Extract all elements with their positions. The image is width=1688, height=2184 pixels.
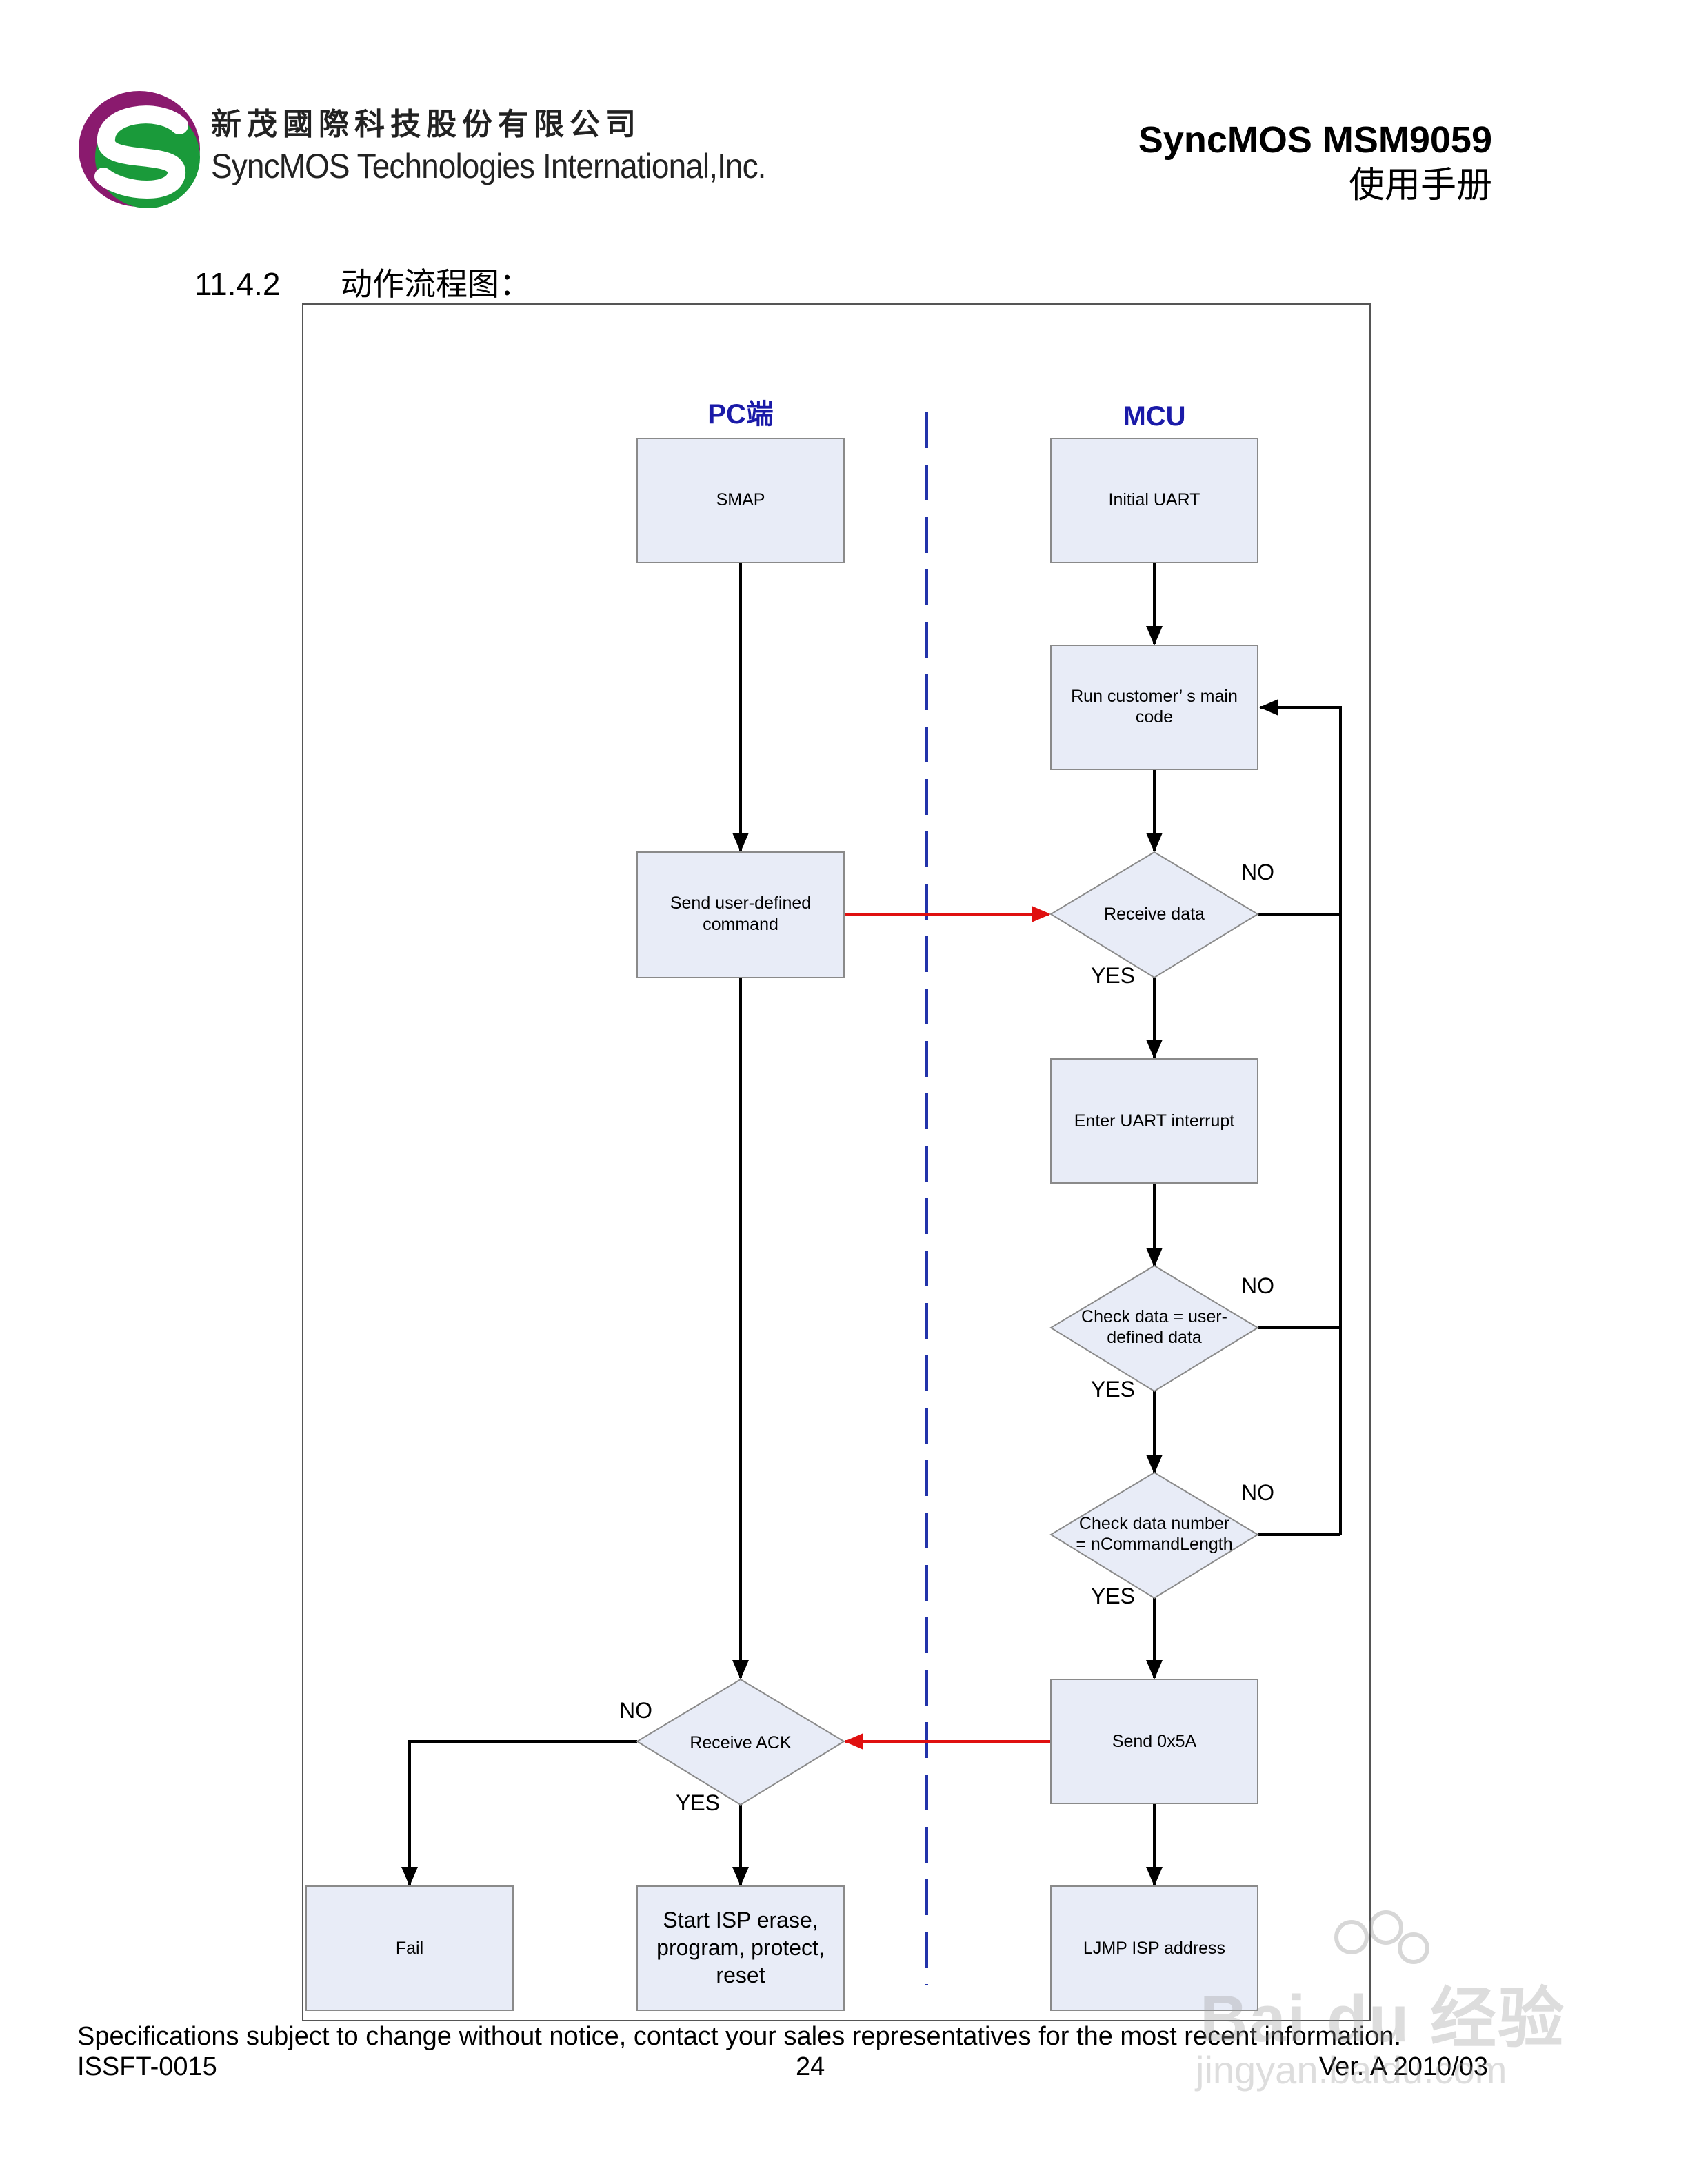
box-run-main-line2: code: [1136, 707, 1173, 727]
box-send-5a-text: Send 0x5A: [1112, 1732, 1197, 1751]
decision-check-number-line2: = nCommandLength: [1076, 1535, 1232, 1554]
box-initial-uart-text: Initial UART: [1109, 490, 1200, 509]
box-enter-interrupt-text: Enter UART interrupt: [1074, 1111, 1235, 1131]
watermark-text: Bai du 经验: [1200, 1982, 1566, 2056]
decision-receive-data: [1049, 851, 1259, 979]
footer-disclaimer: Specifications subject to change without…: [77, 2022, 1402, 2051]
company-name-cn: 新茂國際科技股份有限公司: [211, 107, 641, 142]
decision-check-number-line1: Check data number: [1079, 1514, 1229, 1533]
section-heading: 11.4.2 动作流程图：: [194, 259, 531, 305]
decision-receive-ack: [636, 1678, 845, 1806]
label-yes-receive: YES: [1091, 963, 1135, 988]
decision-check-data-line1: Check data = user-: [1081, 1307, 1227, 1326]
box-send-command: [636, 851, 845, 978]
decision-check-data: [1049, 1264, 1259, 1393]
lane-title-pc: PC端: [707, 399, 774, 429]
box-ljmp-text: LJMP ISP address: [1083, 1939, 1225, 1958]
diagram-frame: [302, 303, 1371, 2021]
decision-receive-data-text: Receive data: [1104, 904, 1205, 924]
footer-doc-id: ISSFT-0015: [77, 2052, 217, 2081]
box-enter-interrupt: [1050, 1058, 1258, 1184]
label-yes-check: YES: [1091, 1377, 1135, 1402]
box-initial-uart: [1050, 438, 1258, 563]
paw-icon: [1334, 1910, 1429, 1964]
label-no-ack: NO: [619, 1698, 652, 1723]
box-send-5a: [1050, 1679, 1258, 1804]
box-send-command-line2: command: [703, 915, 778, 934]
footer-version: Ver. A 2010/03: [1318, 2052, 1488, 2081]
box-run-main-code: [1050, 645, 1258, 770]
box-ljmp: [1050, 1885, 1258, 2011]
section-title: 动作流程图：: [341, 265, 531, 303]
box-run-main-line1: Run customer’ s main: [1071, 687, 1238, 706]
decision-check-number: [1049, 1471, 1259, 1599]
decision-check-data-line2: defined data: [1107, 1328, 1202, 1347]
box-start-isp-line2: program, protect,: [656, 1935, 825, 1960]
label-no-checknum: NO: [1241, 1480, 1274, 1505]
baidu-watermark: Bai du 经验 jingyan.baidu.com: [1186, 1910, 1572, 2096]
decision-receive-ack-text: Receive ACK: [690, 1733, 792, 1752]
product-name: SyncMOS MSM9059: [1138, 119, 1492, 161]
arrow-ack-no-fail: [401, 1740, 637, 1886]
company-name-en: SyncMOS Technologies International,Inc.: [211, 147, 766, 185]
label-yes-ack: YES: [676, 1790, 720, 1815]
box-fail-text: Fail: [396, 1939, 423, 1958]
document-title: SyncMOS MSM9059 使用手册: [1138, 117, 1492, 208]
box-smap-text: SMAP: [716, 490, 765, 509]
box-smap: [636, 438, 845, 563]
box-start-isp-line1: Start ISP erase,: [663, 1908, 818, 1932]
lane-title-mcu: MCU: [1123, 401, 1185, 432]
footer-page-number: 24: [796, 2052, 825, 2081]
label-yes-checknum: YES: [1091, 1584, 1135, 1608]
label-no-receive: NO: [1241, 860, 1274, 884]
company-logo: 新茂國際科技股份有限公司 SyncMOS Technologies Intern…: [76, 76, 766, 214]
label-no-check: NO: [1241, 1273, 1274, 1298]
watermark-url: jingyan.baidu.com: [1196, 2048, 1507, 2092]
box-start-isp: [636, 1885, 845, 2011]
box-fail: [305, 1885, 514, 2011]
manual-label: 使用手册: [1348, 165, 1492, 206]
box-send-command-line1: Send user-defined: [670, 893, 811, 913]
section-number: 11.4.2: [194, 266, 281, 302]
box-start-isp-line3: reset: [716, 1963, 765, 1988]
logo-mark-icon: [79, 91, 200, 208]
arrow-loop-back: [1259, 699, 1342, 1535]
